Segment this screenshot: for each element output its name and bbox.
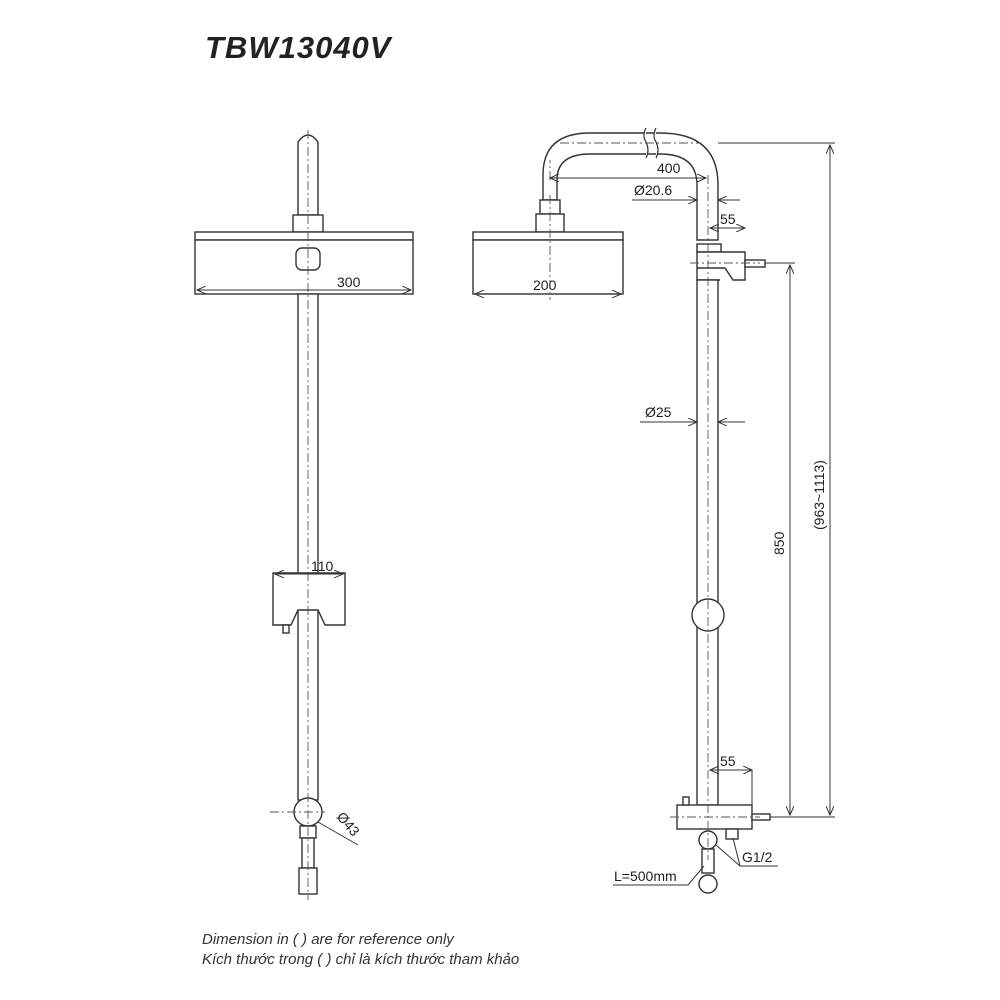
side-hose-nut xyxy=(698,874,718,894)
shower-arm xyxy=(542,132,719,241)
dim-55-top: 55 xyxy=(720,211,736,227)
side-view xyxy=(472,127,835,894)
holder-knob xyxy=(282,624,290,634)
wall-screw xyxy=(744,259,766,268)
dim-55-bottom: 55 xyxy=(720,753,736,769)
dim-o20-6: Ø20.6 xyxy=(634,182,672,198)
wall-bracket xyxy=(696,251,746,281)
dim-hose-length: L=500mm xyxy=(614,868,677,884)
dim-400: 400 xyxy=(657,160,681,176)
note-english: Dimension in ( ) are for reference only xyxy=(202,931,454,948)
front-top-pipe xyxy=(297,134,319,216)
front-head-top xyxy=(194,231,414,241)
side-vertical-pipe xyxy=(696,279,719,806)
dim-o25: Ø25 xyxy=(645,404,672,420)
front-view xyxy=(194,130,414,900)
dim-110: 110 xyxy=(311,558,334,574)
dim-total-height: (963~1113) xyxy=(811,460,827,530)
side-inlet-nut xyxy=(725,828,739,840)
bracket-ring xyxy=(696,243,722,253)
side-shower-head xyxy=(472,239,624,295)
mixer-button xyxy=(682,796,690,806)
dim-300: 300 xyxy=(337,274,361,290)
hand-shower-holder xyxy=(272,572,346,626)
side-head-top xyxy=(472,231,624,241)
dim-g1-2: G1/2 xyxy=(742,849,773,865)
break-mark xyxy=(643,127,659,159)
model-title: TBW13040V xyxy=(205,30,392,65)
note-vietnamese: Kích thước trong ( ) chỉ là kích thước t… xyxy=(202,951,520,968)
side-hose xyxy=(701,848,715,874)
dim-200: 200 xyxy=(533,277,557,293)
dim-850: 850 xyxy=(771,531,787,555)
dim-o43: Ø43 xyxy=(334,809,363,840)
mixer-inlet xyxy=(751,813,771,821)
